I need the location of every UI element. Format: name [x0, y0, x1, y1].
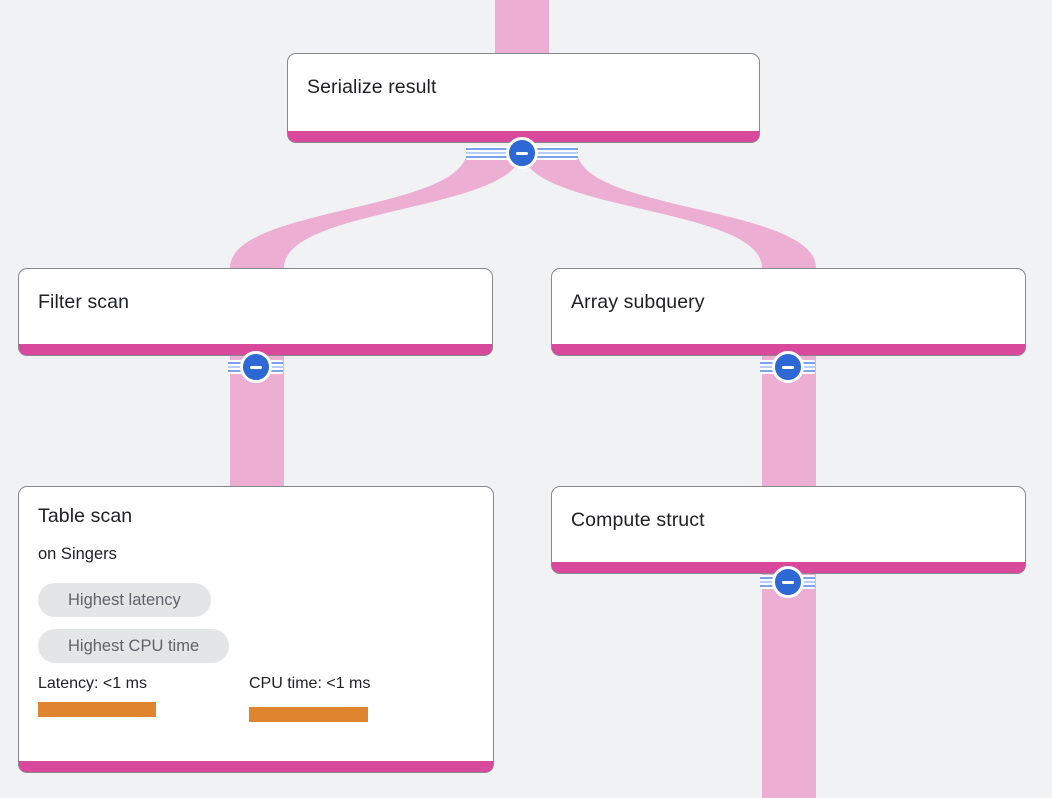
badge-highest-cpu-time: Highest CPU time [38, 629, 230, 663]
node-title: Array subquery [571, 291, 705, 313]
collapse-button-serialize-result[interactable] [466, 137, 578, 169]
latency-metric-bar [38, 702, 156, 717]
edge-serialize-to-filter [230, 150, 522, 268]
collapse-button-filter-scan[interactable] [228, 351, 283, 383]
collapse-button-compute-struct[interactable] [760, 566, 815, 598]
collapse-minus-icon [239, 351, 272, 383]
edge-compute-struct-to-child [762, 572, 816, 798]
node-subtitle: on Singers [38, 545, 117, 563]
badge-highest-latency: Highest latency [38, 583, 211, 617]
node-serialize-result[interactable]: Serialize result [287, 53, 760, 143]
node-footer-bar [19, 344, 492, 355]
node-title: Compute struct [571, 509, 705, 531]
collapse-button-array-subquery[interactable] [760, 351, 815, 383]
edge-root-to-serialize [495, 0, 549, 56]
node-compute-struct[interactable]: Compute struct [551, 486, 1026, 574]
node-footer-bar [552, 344, 1025, 355]
edge-serialize-to-array-subquery [522, 150, 816, 268]
node-footer-bar [19, 761, 493, 772]
node-array-subquery[interactable]: Array subquery [551, 268, 1026, 356]
node-filter-scan[interactable]: Filter scan [18, 268, 493, 356]
node-title: Filter scan [38, 291, 130, 313]
collapse-minus-icon [771, 351, 804, 383]
node-title: Table scan [38, 505, 133, 527]
collapse-minus-icon [506, 137, 538, 169]
node-title: Serialize result [307, 76, 437, 98]
node-table-scan[interactable]: Table scan on Singers Highest latency Hi… [18, 486, 494, 773]
collapse-minus-icon [771, 566, 804, 598]
node-footer-bar [288, 131, 759, 142]
cpu-time-metric-label: CPU time: <1 ms [249, 675, 371, 692]
latency-metric-label: Latency: <1 ms [38, 675, 147, 692]
cpu-time-metric-bar [249, 707, 368, 722]
